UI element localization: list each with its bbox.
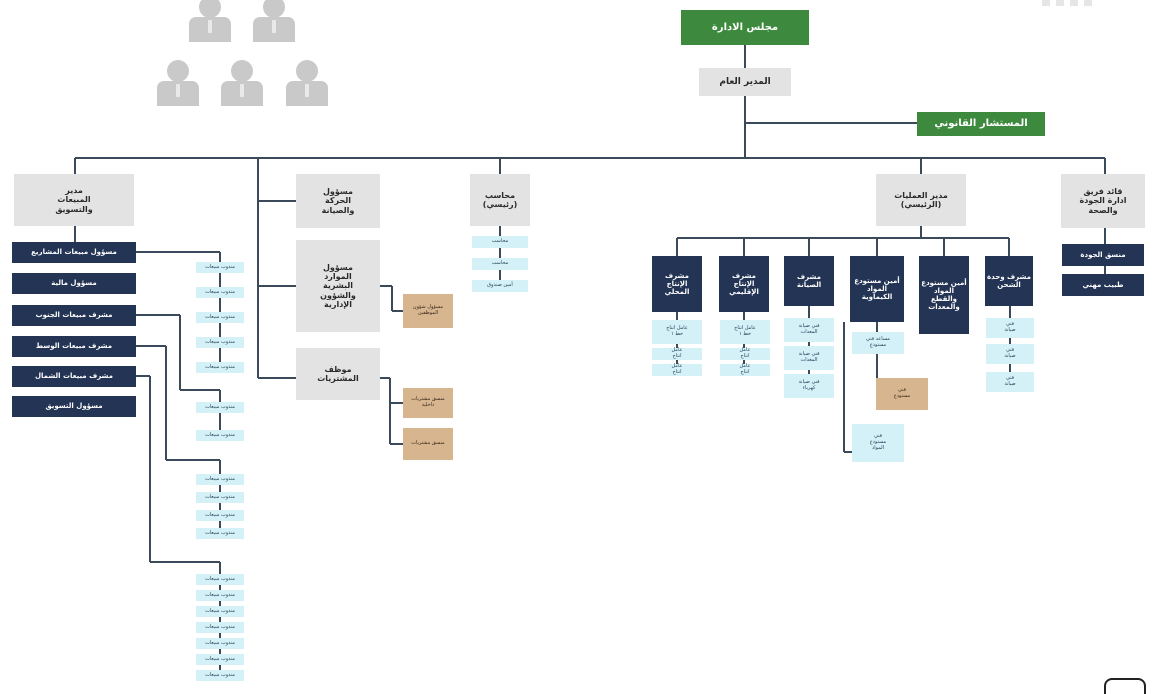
- person-icon: [156, 60, 200, 106]
- sales-rep-node: مندوب مبيعات: [196, 638, 244, 649]
- sales-unit-node: مسؤول مبيعات المشاريع: [12, 242, 136, 263]
- ops-staff-node: فني صيانة المعدات: [784, 318, 834, 342]
- ops-unit-node: أمين مستودع المواد والقطع والمعدات: [919, 256, 969, 334]
- sales-rep-node: مندوب مبيعات: [196, 510, 244, 521]
- admin-node: مسؤول الحركة والصيانة: [296, 174, 380, 228]
- ops-staff-node: عامل انتاج: [652, 363, 702, 376]
- ops-staff-node: فني صيانة المعدات: [784, 346, 834, 370]
- sales-rep-node: مندوب مبيعات: [196, 670, 244, 681]
- sales-rep-node: مندوب مبيعات: [196, 590, 244, 601]
- purchasing-node: موظف المشتريات: [296, 348, 380, 400]
- faint-marks: [1042, 0, 1102, 8]
- person-icon: [285, 60, 329, 106]
- sales-rep-node: مندوب مبيعات: [196, 528, 244, 539]
- ops-staff-node: عامل انتاج خط ١: [652, 320, 702, 344]
- purchasing-staff-node: منسق مشتريات: [403, 428, 453, 460]
- sales-unit-node: مشرف مبيعات الوسط: [12, 336, 136, 357]
- ops-staff-node: عامل انتاج: [652, 347, 702, 360]
- sales-unit-node: مشرف مبيعات الشمال: [12, 366, 136, 387]
- sales-rep-node: مندوب مبيعات: [196, 474, 244, 485]
- ops-staff-node: فني صيانة: [986, 318, 1034, 338]
- sales-rep-node: مندوب مبيعات: [196, 402, 244, 413]
- ops-staff-node: فني مستودع المواد: [852, 424, 904, 462]
- ops-staff-node: عامل انتاج: [720, 363, 770, 376]
- purchasing-staff-node: منسق مشتريات داخلية: [403, 388, 453, 418]
- sales-rep-node: مندوب مبيعات: [196, 606, 244, 617]
- accountant-node: محاسب (رئيسي): [470, 174, 530, 226]
- sales-unit-node: مشرف مبيعات الجنوب: [12, 305, 136, 326]
- corner-bracket: [1104, 678, 1146, 694]
- accounting-staff-node: محاسب: [472, 236, 528, 248]
- hr-node: مسؤول الموارد البشرية والشؤون الإدارية: [296, 240, 380, 332]
- qa-unit-node: منسق الجودة: [1062, 244, 1144, 266]
- person-icon: [252, 0, 296, 42]
- ops-unit-node: مشرف الإنتاج المحلي: [652, 256, 702, 312]
- sales-rep-node: مندوب مبيعات: [196, 312, 244, 323]
- sales-rep-node: مندوب مبيعات: [196, 654, 244, 665]
- sales-rep-node: مندوب مبيعات: [196, 574, 244, 585]
- sales-rep-node: مندوب مبيعات: [196, 622, 244, 633]
- gm-node: المدير العام: [699, 68, 791, 96]
- sales-rep-node: مندوب مبيعات: [196, 337, 244, 348]
- sales-director-node: مدير المبيعات والتسويق: [14, 174, 134, 226]
- hr-staff-node: مسؤول شؤون الموظفين: [403, 294, 453, 328]
- qa-unit-node: طبيب مهني: [1062, 274, 1144, 296]
- warehouse-staff-node: فني مستودع: [876, 378, 928, 410]
- sales-rep-node: مندوب مبيعات: [196, 262, 244, 273]
- sales-rep-node: مندوب مبيعات: [196, 287, 244, 298]
- ops-unit-node: مشرف الإنتاج الإقليمي: [719, 256, 769, 312]
- ops-staff-node: مساعد فني مستودع: [852, 332, 904, 354]
- accounting-staff-node: أمين صندوق: [472, 280, 528, 292]
- accounting-staff-node: محاسب: [472, 258, 528, 270]
- legal-node: المستشار القانوني: [917, 112, 1045, 136]
- sales-rep-node: مندوب مبيعات: [196, 492, 244, 503]
- person-icon: [220, 60, 264, 106]
- ops-unit-node: مشرف الصيانة: [784, 256, 834, 306]
- ops-staff-node: فني صيانة كهرباء: [784, 374, 834, 398]
- ops-director-node: مدير العمليات (الرئيسي): [876, 174, 966, 226]
- sales-unit-node: مسؤول التسويق: [12, 396, 136, 417]
- sales-rep-node: مندوب مبيعات: [196, 430, 244, 441]
- ops-staff-node: عامل انتاج: [720, 347, 770, 360]
- ops-unit-node: أمين مستودع المواد الكيماوية: [850, 256, 904, 322]
- person-icon: [188, 0, 232, 42]
- qa-lead-node: قائد فريق ادارة الجودة والصحة: [1061, 174, 1145, 228]
- ops-unit-node: مشرف وحدة الشحن: [985, 256, 1033, 306]
- board-node: مجلس الادارة: [681, 10, 809, 45]
- ops-staff-node: فني صيانة: [986, 344, 1034, 364]
- sales-rep-node: مندوب مبيعات: [196, 362, 244, 373]
- sales-unit-node: مسؤول مالية: [12, 273, 136, 294]
- ops-staff-node: عامل انتاج خط ١: [720, 320, 770, 344]
- ops-staff-node: فني صيانة: [986, 372, 1034, 392]
